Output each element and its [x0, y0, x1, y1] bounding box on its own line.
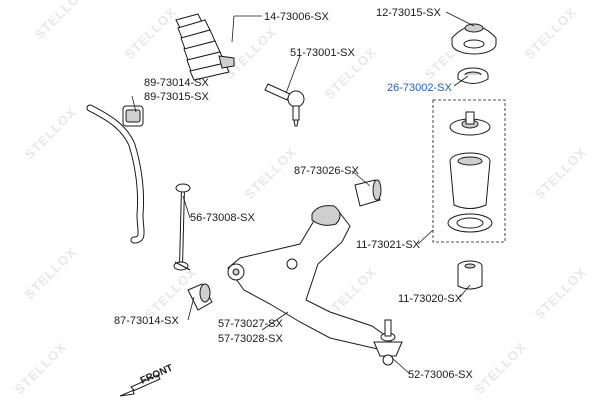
part-label-tie-rod-end[interactable]: 51-73001-SX	[290, 47, 355, 59]
front-direction-indicator: FRONT	[119, 363, 175, 397]
kit-group-frame	[432, 99, 506, 243]
stabilizer-bar-drawing[interactable]	[86, 104, 145, 244]
part-label-stab-bush-b[interactable]: 89-73015-SX	[144, 91, 209, 103]
control-arm-drawing[interactable]	[227, 205, 393, 351]
part-label-top-mount[interactable]: 12-73015-SX	[376, 7, 441, 19]
watermark-text: STELLOX	[532, 144, 590, 202]
watermark-layer: STELLOX STELLOX STELLOX STELLOX STELLOX …	[12, 0, 590, 397]
watermark-text: STELLOX	[22, 244, 80, 302]
bump-stop-drawing[interactable]	[457, 260, 483, 290]
watermark-text: STELLOX	[122, 4, 180, 62]
arm-bush-rear-drawing[interactable]	[354, 179, 382, 207]
watermark-text: STELLOX	[472, 339, 530, 397]
arm-bush-front-drawing[interactable]	[187, 283, 213, 311]
part-label-bearing[interactable]: 26-73002-SX	[387, 82, 452, 94]
front-arrow-icon	[119, 374, 161, 397]
watermark-text: STELLOX	[22, 104, 80, 162]
part-label-ball-joint[interactable]: 52-73006-SX	[408, 369, 473, 381]
boot-drawing[interactable]	[175, 13, 235, 81]
part-label-arm-bush-rear[interactable]: 87-73026-SX	[294, 165, 359, 177]
part-labels: 14-73006-SX 12-73015-SX 51-73001-SX 26-7…	[114, 7, 473, 381]
part-label-stab-bush-a[interactable]: 89-73014-SX	[144, 77, 209, 89]
front-label: FRONT	[139, 363, 175, 387]
watermark-text: STELLOX	[532, 264, 590, 322]
watermark-text: STELLOX	[242, 144, 300, 202]
part-label-arm-bush-front[interactable]: 87-73014-SX	[114, 315, 179, 327]
part-label-boot[interactable]: 14-73006-SX	[264, 11, 329, 23]
part-label-mount-kit[interactable]: 11-73021-SX	[356, 239, 421, 251]
top-mount-drawing[interactable]	[451, 23, 497, 55]
stab-link-drawing[interactable]	[173, 183, 191, 271]
part-label-bump-stop[interactable]: 11-73020-SX	[398, 293, 463, 305]
part-label-control-arm-r[interactable]: 57-73028-SX	[218, 333, 283, 345]
watermark-text: STELLOX	[522, 4, 580, 62]
watermark-text: STELLOX	[222, 24, 280, 82]
ball-joint-drawing[interactable]	[373, 319, 403, 366]
leader-lines	[131, 11, 475, 375]
bearing-drawing[interactable]	[457, 67, 489, 84]
watermark-text: STELLOX	[12, 339, 70, 397]
stab-bush-drawing[interactable]	[122, 105, 144, 127]
part-label-control-arm-l[interactable]: 57-73027-SX	[218, 318, 283, 330]
part-label-stab-link[interactable]: 56-73008-SX	[190, 212, 255, 224]
mount-kit-drawing[interactable]	[447, 111, 493, 233]
watermark-text: STELLOX	[32, 0, 90, 42]
tie-rod-end-drawing[interactable]	[264, 83, 305, 127]
